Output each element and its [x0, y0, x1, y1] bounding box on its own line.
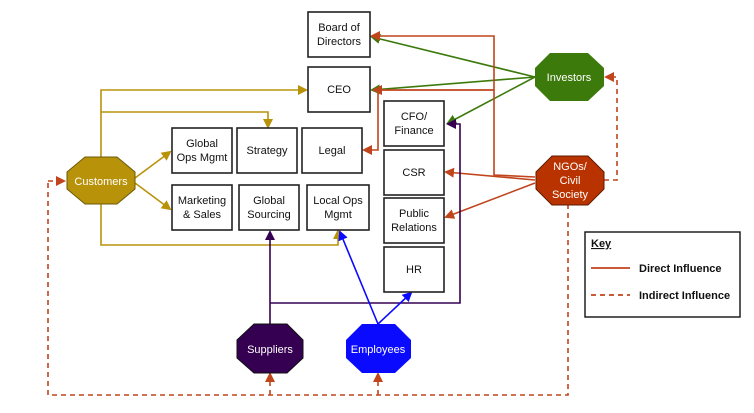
- ngos-label-2: Civil: [560, 175, 581, 187]
- edge-investors-board: [370, 34, 536, 78]
- global-ops-label-2: Ops Mgmt: [177, 152, 228, 164]
- org-box-ceo: CEO: [307, 66, 371, 113]
- org-box-board: Board of Directors: [307, 11, 371, 58]
- edge-customers-marketing: [134, 182, 172, 211]
- suppliers-label: Suppliers: [247, 344, 293, 356]
- stakeholder-suppliers: Suppliers: [236, 323, 304, 374]
- edge-ngos-indirect-loop: [47, 181, 569, 396]
- org-box-marketing: Marketing & Sales: [171, 184, 233, 231]
- edge-ngos-board: [370, 31, 536, 178]
- strategy-label: Strategy: [247, 145, 288, 157]
- edge-ngos-pr: [444, 182, 536, 219]
- stakeholder-customers: Customers: [66, 156, 136, 205]
- edge-customers-strategy: [101, 111, 273, 129]
- edge-suppliers-cfo: [270, 119, 461, 304]
- edge-ngos-investors-indirect: [604, 72, 618, 181]
- edge-employees-local-ops: [338, 230, 379, 325]
- ceo-label: CEO: [327, 84, 351, 96]
- org-box-local-ops: Local Ops Mgmt: [306, 184, 370, 231]
- edge-employees-hr: [377, 291, 413, 325]
- legend: Key Direct Influence Indirect Influence: [584, 231, 741, 318]
- edge-customers-ceo: [100, 85, 308, 157]
- legal-label: Legal: [319, 145, 346, 157]
- legend-indirect-label: Indirect Influence: [639, 290, 730, 302]
- org-box-cfo: CFO/ Finance: [383, 100, 445, 147]
- org-box-hr: HR: [383, 246, 445, 293]
- global-sourcing-label-1: Global: [253, 195, 285, 207]
- stakeholder-investors: Investors: [535, 53, 604, 101]
- edge-investors-ceo: [370, 76, 536, 95]
- stakeholder-ngos: NGOs/ Civil Society: [535, 155, 605, 206]
- customers-label: Customers: [74, 176, 128, 188]
- ngos-label-3: Society: [552, 189, 589, 201]
- global-sourcing-label-2: Sourcing: [247, 209, 290, 221]
- ngos-label-1: NGOs/: [553, 161, 588, 173]
- global-ops-label-1: Global: [186, 138, 218, 150]
- pr-label-2: Relations: [391, 222, 437, 234]
- org-box-csr: CSR: [383, 149, 445, 196]
- org-box-legal: Legal: [301, 127, 363, 174]
- cfo-label-1: CFO/: [401, 111, 428, 123]
- edge-customers-global-ops: [134, 150, 172, 179]
- csr-label: CSR: [402, 167, 425, 179]
- pr-label-1: Public: [399, 208, 429, 220]
- legend-title: Key: [591, 238, 612, 250]
- marketing-label-1: Marketing: [178, 195, 226, 207]
- local-ops-label-2: Mgmt: [324, 209, 352, 221]
- board-label-1: Board of: [318, 22, 361, 34]
- edges: [47, 31, 618, 396]
- edge-investors-cfo: [446, 76, 536, 124]
- legend-direct-label: Direct Influence: [639, 263, 722, 275]
- marketing-label-2: & Sales: [183, 209, 221, 221]
- stakeholder-employees: Employees: [346, 324, 411, 373]
- board-label-2: Directors: [317, 36, 362, 48]
- hr-label: HR: [406, 264, 422, 276]
- org-box-global-ops: Global Ops Mgmt: [171, 127, 233, 174]
- local-ops-label-1: Local Ops: [313, 195, 363, 207]
- org-box-global-sourcing: Global Sourcing: [238, 184, 300, 231]
- investors-label: Investors: [547, 72, 592, 84]
- org-box-strategy: Strategy: [236, 127, 298, 174]
- cfo-label-2: Finance: [394, 125, 433, 137]
- org-box-pr: Public Relations: [383, 197, 445, 244]
- edge-customers-local-ops: [100, 204, 343, 246]
- employees-label: Employees: [351, 344, 406, 356]
- edge-ngos-csr: [444, 167, 536, 181]
